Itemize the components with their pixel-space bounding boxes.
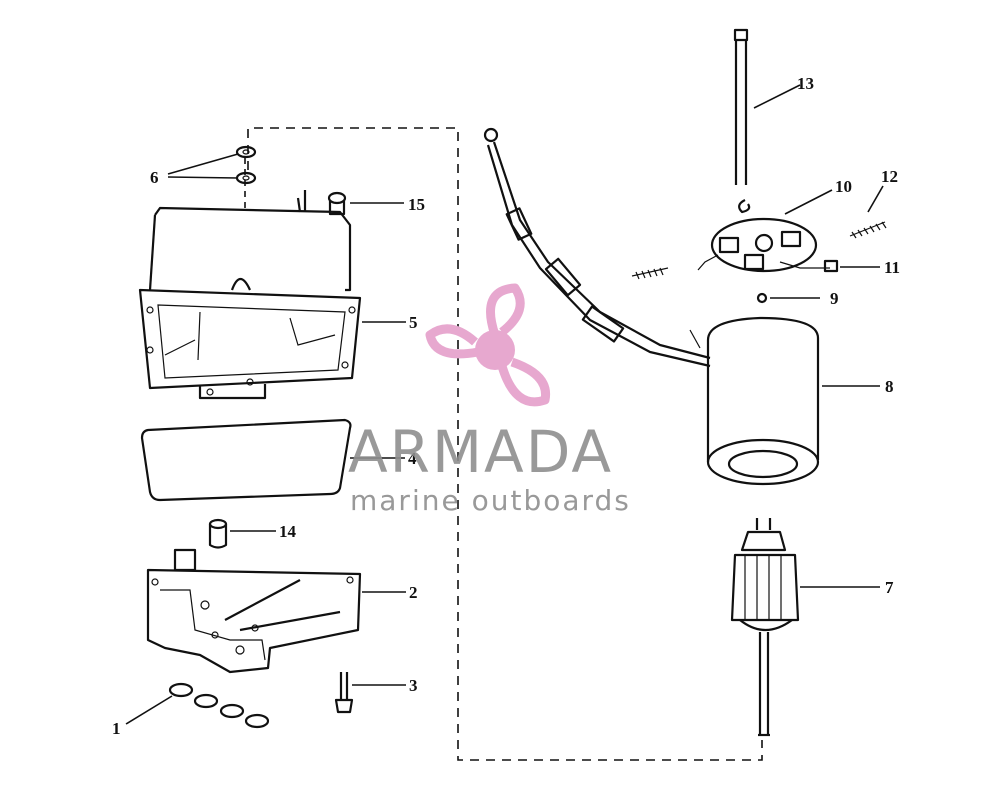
callout-14: 14 [279, 522, 297, 541]
assembly-guide-line [247, 127, 763, 761]
callout-9: 9 [830, 289, 839, 308]
bolt-part [334, 672, 354, 714]
leader-1 [125, 695, 173, 725]
callout-5: 5 [409, 313, 418, 332]
propeller-blade-3 [497, 357, 551, 407]
clip-part [738, 199, 751, 214]
plug-part [327, 191, 347, 216]
callout-11: 11 [884, 258, 900, 277]
propeller-logo-icon [425, 283, 551, 407]
leader-6 [167, 153, 239, 179]
leader-12 [867, 185, 884, 213]
lead-connector-part [823, 259, 839, 273]
callout-2: 2 [409, 583, 418, 602]
callout-13: 13 [797, 74, 814, 93]
callout-4: 4 [408, 449, 417, 468]
spring-part [631, 221, 887, 280]
callout-12: 12 [881, 167, 898, 186]
thru-bolt-part [733, 28, 749, 185]
washers-part [235, 145, 257, 185]
leader-10 [784, 189, 833, 215]
gasket-part [140, 418, 352, 502]
lower-housing-part [146, 548, 362, 674]
propeller-blade-2 [425, 324, 479, 359]
armature-part [730, 518, 800, 737]
propeller-blade-1 [486, 283, 525, 337]
callout-6: 6 [150, 168, 159, 187]
wire-harness-part [483, 127, 711, 368]
callout-10: 10 [835, 177, 852, 196]
callout-3: 3 [409, 676, 418, 695]
brush-plate-part [697, 217, 830, 273]
callout-7: 7 [885, 578, 894, 597]
upper-housing-part [138, 190, 362, 400]
o-rings-part [168, 682, 270, 729]
watermark-title: ARMADA [348, 418, 614, 486]
callout-15: 15 [408, 195, 425, 214]
leader-13 [753, 84, 801, 109]
bushing-part [208, 518, 228, 549]
watermark-subtitle: marine outboards [350, 484, 631, 517]
ball-part [756, 292, 768, 304]
callout-1: 1 [112, 719, 121, 738]
callout-8: 8 [885, 377, 894, 396]
motor-frame-part [706, 316, 820, 486]
